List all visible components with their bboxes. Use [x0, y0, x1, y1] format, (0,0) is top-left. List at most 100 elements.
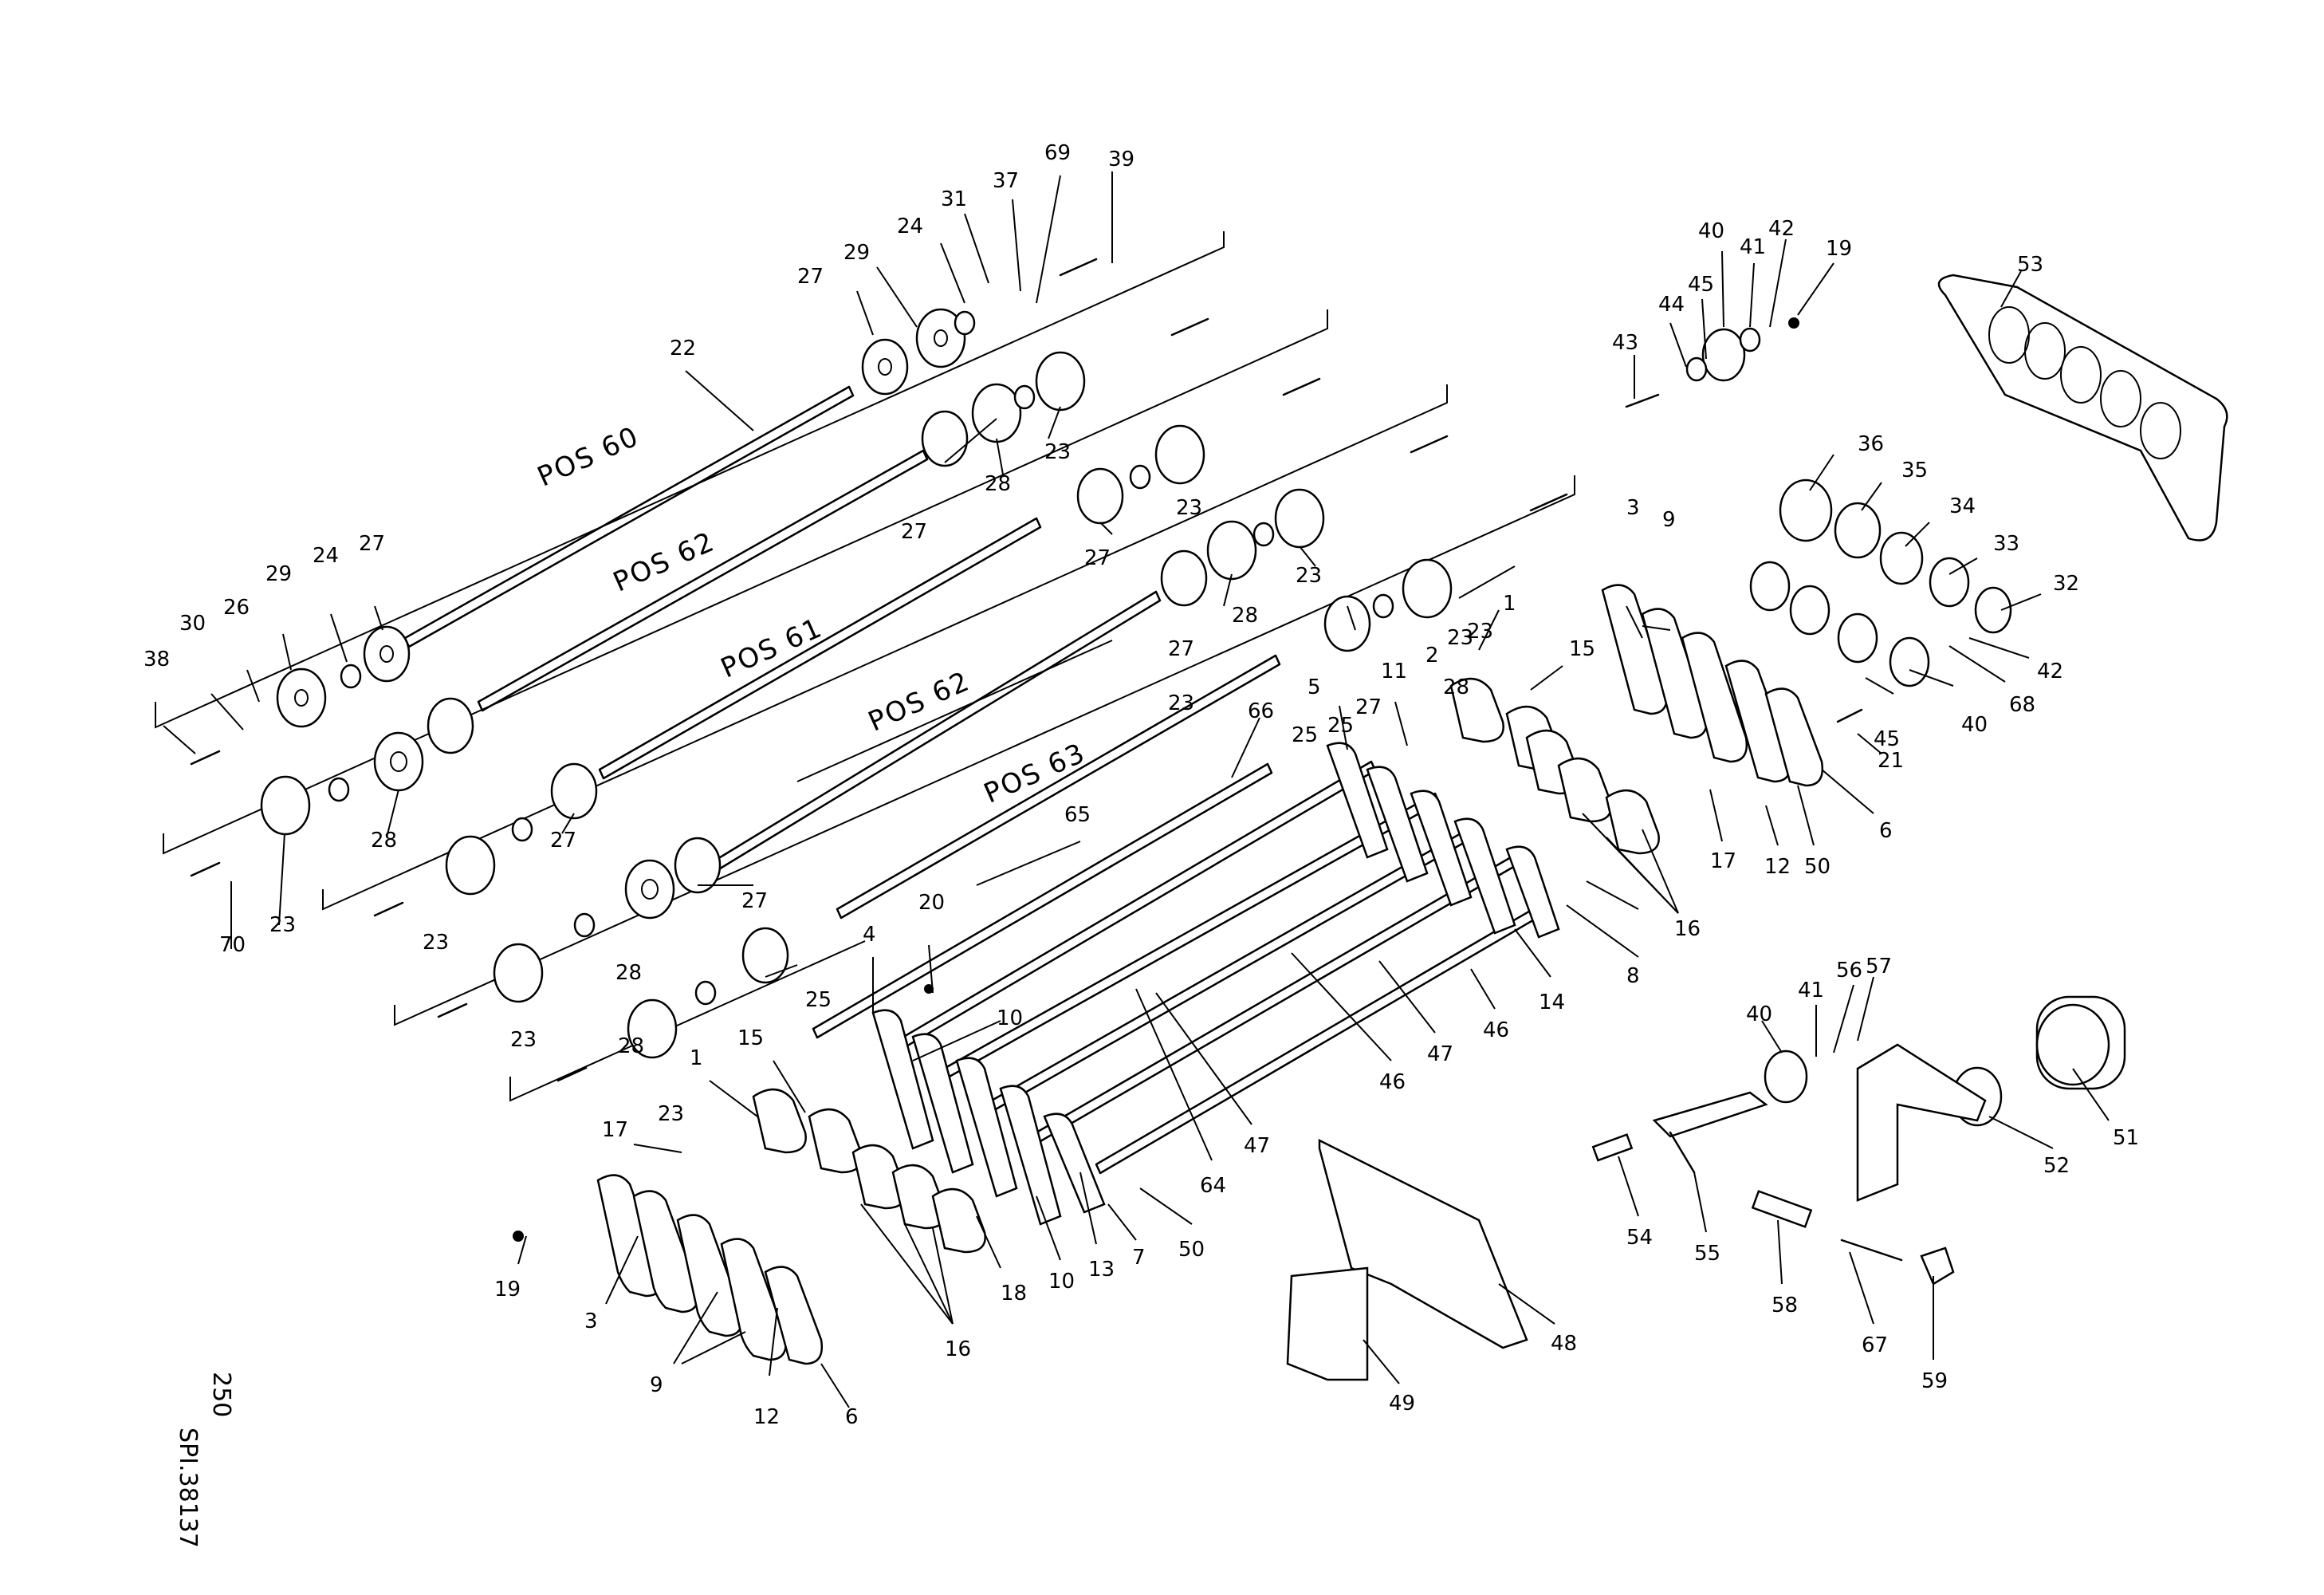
callout: 23: [1296, 564, 1322, 588]
callout: 11: [1381, 660, 1407, 683]
callout: 44: [1658, 293, 1685, 317]
callout: 1: [690, 1046, 703, 1070]
callout: 37: [993, 169, 1019, 193]
callout: 21: [1878, 749, 1904, 773]
callout: 25: [1327, 714, 1354, 738]
callout: 40: [1746, 1002, 1772, 1026]
callout: 29: [843, 241, 870, 265]
callout: 48: [1551, 1332, 1577, 1356]
callout: 23: [1467, 620, 1493, 644]
callout: 29: [265, 562, 292, 586]
callout: 55: [1694, 1242, 1720, 1266]
callout: 40: [1698, 219, 1724, 243]
callout: 45: [1688, 273, 1714, 297]
callout: 19: [494, 1278, 521, 1302]
callout: 31: [941, 187, 967, 211]
right-sprockets: [1685, 327, 2126, 1202]
callout: 12: [753, 1405, 780, 1429]
callout: 41: [1740, 235, 1766, 259]
small-parts: [1591, 1091, 1955, 1286]
callout: 66: [1248, 699, 1274, 723]
callout: 56: [1836, 959, 1862, 983]
callout: 23: [510, 1028, 537, 1052]
chain-53: [1937, 274, 2228, 542]
callout: 17: [1710, 849, 1736, 873]
callout: 41: [1798, 979, 1824, 1002]
callout: 24: [313, 544, 339, 568]
callout: 42: [2037, 660, 2063, 683]
callout: 28: [985, 472, 1011, 496]
callout: 42: [1768, 217, 1795, 241]
leader-lines: [163, 171, 2110, 1408]
callout: 70: [219, 933, 246, 957]
group-label: POS 60: [533, 420, 644, 493]
group-label: POS 63: [979, 737, 1091, 809]
callout: 23: [658, 1102, 684, 1126]
callout: 53: [2017, 253, 2043, 277]
callout: 47: [1427, 1042, 1453, 1066]
callout: 50: [1178, 1238, 1205, 1262]
side-plates: [596, 584, 1824, 1365]
callout: 27: [797, 265, 824, 289]
guards: [1286, 1138, 1528, 1381]
callout: 15: [737, 1026, 764, 1050]
callout: 46: [1483, 1018, 1509, 1042]
callout: 26: [223, 596, 250, 620]
callout: 22: [670, 337, 696, 360]
doc-number: SPI.38137: [174, 1428, 202, 1548]
callout: 12: [1764, 855, 1791, 879]
callout: 39: [1108, 148, 1134, 171]
callout: 36: [1858, 432, 1884, 456]
callout: 24: [897, 215, 923, 238]
callout: 3: [584, 1309, 598, 1333]
callout: 68: [2009, 693, 2035, 717]
callout: 2: [1425, 644, 1439, 668]
callout: 40: [1961, 713, 1988, 737]
small-fasteners: [513, 317, 1799, 1242]
callout: 9: [650, 1373, 663, 1397]
callout: 23: [1168, 691, 1194, 715]
callout: 64: [1200, 1174, 1226, 1198]
callout: 28: [1443, 675, 1469, 699]
callout: 16: [945, 1337, 971, 1361]
callout: 27: [550, 829, 576, 853]
callout: 67: [1862, 1333, 1888, 1357]
callout: 17: [602, 1118, 628, 1142]
callout: 23: [1176, 496, 1202, 520]
callout: 10: [997, 1006, 1023, 1030]
callout: 19: [1826, 237, 1852, 261]
callout: 13: [1088, 1258, 1115, 1282]
callout: 6: [845, 1405, 859, 1429]
callout: 27: [1355, 695, 1382, 719]
callout: 58: [1772, 1294, 1798, 1317]
callout: 4: [863, 923, 876, 947]
callout: 35: [1901, 459, 1928, 482]
callout: 27: [901, 520, 927, 544]
callout: 47: [1244, 1134, 1270, 1158]
callout: 28: [615, 961, 642, 985]
callout: 23: [1447, 626, 1473, 650]
group-brackets: [155, 231, 1575, 1102]
callout: 28: [371, 829, 397, 853]
callout: 27: [1168, 637, 1194, 661]
drawing-id: SPI.38137 250: [174, 1372, 235, 1548]
callout: 25: [805, 988, 832, 1012]
callout: 16: [1674, 917, 1701, 941]
callout: 51: [2113, 1126, 2139, 1150]
callout: 59: [1921, 1369, 1948, 1393]
bolts: [190, 258, 1863, 1082]
callout: 54: [1626, 1226, 1653, 1250]
callout: 9: [1662, 508, 1676, 532]
callout-numbers: 38 30 26 29 24 27 22 27 29 24 31 37 69 3…: [144, 141, 2139, 1429]
callout: 46: [1379, 1070, 1406, 1094]
callout: 18: [1001, 1282, 1027, 1306]
callout: 20: [918, 891, 945, 915]
sprocket-wheels: [260, 308, 1453, 1059]
callout: 50: [1804, 855, 1830, 879]
callout: 38: [144, 648, 170, 671]
callout: 6: [1879, 819, 1893, 843]
callout: 43: [1612, 331, 1638, 355]
callout: 1: [1503, 592, 1516, 616]
callout: 30: [179, 612, 206, 636]
